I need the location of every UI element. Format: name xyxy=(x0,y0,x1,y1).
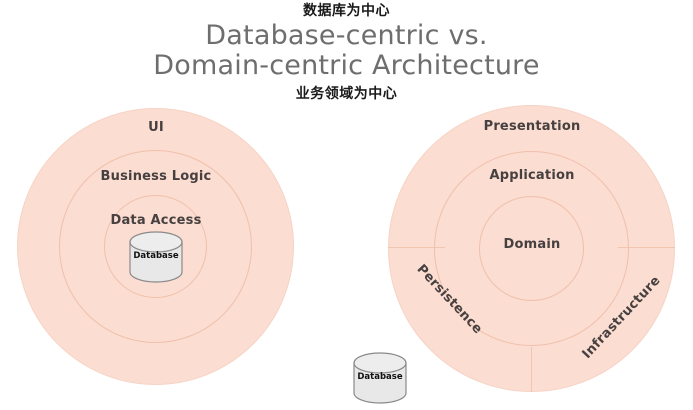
layer-ring-application[interactable] xyxy=(434,151,629,346)
database-cylinder-external[interactable]: Database xyxy=(352,352,408,404)
database-cylinder-inner[interactable]: Database xyxy=(128,231,184,283)
layer-label-application: Application xyxy=(489,168,575,183)
page-title: Database-centric vs. Domain-centric Arch… xyxy=(0,21,693,81)
title-block: 数据库为中心 Database-centric vs. Domain-centr… xyxy=(0,0,693,103)
segment-divider-left xyxy=(388,247,445,249)
database-label: Database xyxy=(133,251,179,261)
layer-label-data-access: Data Access xyxy=(110,213,202,228)
database-icon xyxy=(129,231,183,283)
page-title-line-1: Database-centric vs. xyxy=(205,20,488,51)
layer-label-ui: UI xyxy=(148,120,164,135)
layer-label-presentation: Presentation xyxy=(483,119,581,134)
chinese-subtitle-bottom: 业务领域为中心 xyxy=(295,86,398,102)
page-title-line-2: Domain-centric Architecture xyxy=(153,50,540,81)
layer-ring-data-access[interactable] xyxy=(104,195,207,298)
layer-ring-business-logic[interactable] xyxy=(59,150,252,343)
database-label: Database xyxy=(357,372,403,382)
segment-divider-bottom xyxy=(531,347,533,392)
layer-label-domain: Domain xyxy=(503,237,561,252)
layer-ring-domain[interactable] xyxy=(479,196,584,301)
segment-divider-right xyxy=(618,247,675,249)
layer-label-business-logic: Business Logic xyxy=(100,169,212,184)
chinese-subtitle-top: 数据库为中心 xyxy=(303,3,390,19)
database-icon xyxy=(353,352,407,404)
